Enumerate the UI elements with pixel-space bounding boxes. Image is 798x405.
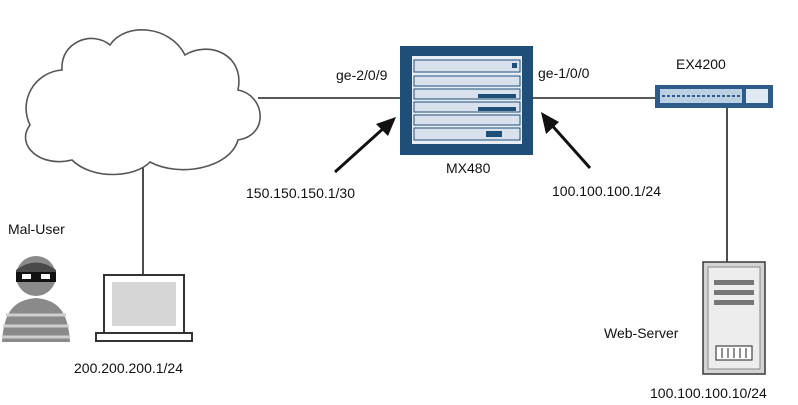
laptop-icon	[95, 274, 193, 342]
server-tower-icon	[702, 261, 766, 375]
server-ip-label: 100.100.100.10/24	[650, 385, 767, 401]
router-name-label: MX480	[446, 160, 491, 176]
masked-hacker-icon	[2, 256, 70, 342]
left-ip-arrowhead	[376, 117, 396, 136]
pointer-arrows	[333, 112, 592, 174]
router-right-interface-label: ge-1/0/0	[538, 65, 590, 81]
web-server-label: Web-Server	[604, 325, 679, 341]
left-ip-arrow	[333, 124, 388, 174]
right-ip-arrowhead	[541, 112, 559, 134]
laptop-ip-label: 200.200.200.1/24	[74, 360, 183, 376]
network-switch-icon	[655, 85, 773, 108]
left-ip-label: 150.150.150.1/30	[246, 185, 355, 201]
right-ip-arrow	[547, 121, 592, 169]
internet-cloud-icon	[24, 29, 261, 176]
switch-name-label: EX4200	[676, 56, 726, 72]
connections	[142, 97, 728, 275]
mal-user-label: Mal-User	[8, 221, 65, 237]
router-left-interface-label: ge-2/0/9	[336, 67, 388, 83]
right-ip-label: 100.100.100.1/24	[552, 183, 661, 199]
router-chassis-icon	[400, 46, 533, 155]
